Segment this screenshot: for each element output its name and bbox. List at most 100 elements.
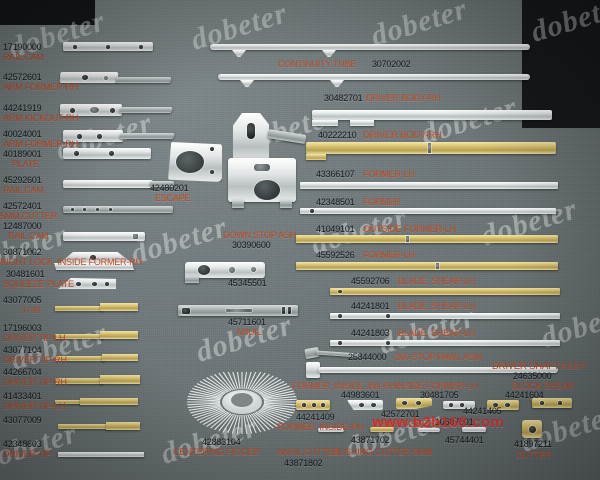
part-30390600-body bbox=[228, 158, 296, 202]
part-45592706 bbox=[330, 288, 560, 295]
label-number: 43871802 bbox=[284, 458, 323, 468]
part-24635000-collar bbox=[306, 362, 320, 378]
label-number: 10687001 bbox=[435, 417, 474, 427]
part-43077009-tip bbox=[58, 424, 110, 429]
label-number: 43077009 bbox=[3, 415, 42, 425]
part-42348603 bbox=[58, 452, 144, 457]
part-44241919-arm bbox=[119, 107, 173, 113]
part-30390600-top bbox=[233, 113, 269, 165]
part-43077005-tip bbox=[55, 306, 103, 311]
label-number: 40222210 bbox=[318, 130, 357, 140]
label-name: DRIVER SHAFT ASS'Y bbox=[492, 361, 588, 372]
part-43077104-body bbox=[102, 354, 138, 361]
label-number: 42883104 bbox=[202, 437, 241, 447]
part-30702002-tab-b bbox=[322, 50, 336, 57]
label-number: 40189001 bbox=[3, 149, 42, 159]
label-number: 30482701 bbox=[324, 93, 363, 103]
label-number: 45345501 bbox=[228, 278, 267, 288]
label-number: 24635000 bbox=[513, 371, 552, 381]
label-number: 44266704 bbox=[3, 367, 42, 377]
label-number: 43366107 bbox=[316, 169, 355, 179]
label-number: 41897211 bbox=[514, 439, 552, 449]
part-44241801 bbox=[330, 313, 560, 319]
label-number: 45592526 bbox=[316, 250, 355, 260]
label-name: ARM FORMER-RH bbox=[3, 82, 78, 92]
photo-border-top-right bbox=[522, 0, 600, 128]
part-17196003-tip bbox=[55, 334, 103, 339]
label-name: DRIVER TIP-LH bbox=[3, 333, 66, 343]
part-12487000 bbox=[63, 232, 145, 241]
label-name: INSIDE FORMER-LH bbox=[395, 381, 478, 391]
part-30482701 bbox=[312, 110, 552, 120]
label-name: DRIVER TIP-LH bbox=[3, 401, 66, 411]
label-name: ARM FORMER-RH bbox=[3, 139, 78, 149]
label-number: 43077005 bbox=[3, 295, 42, 305]
label-name: DOWN STOP ASH bbox=[223, 230, 297, 240]
part-41433401-body bbox=[80, 398, 138, 405]
label-name: INSIDE FORMER-RH bbox=[372, 419, 457, 429]
part-30702002-tab-d bbox=[330, 80, 344, 87]
label-number: 30871002 bbox=[3, 247, 42, 257]
part-30702002-tab-a bbox=[232, 50, 246, 57]
label-number: 12487000 bbox=[3, 221, 42, 231]
label-number: 44241803 bbox=[351, 328, 390, 338]
label-name: PLATE bbox=[12, 159, 39, 169]
part-45292601-tip bbox=[150, 181, 174, 187]
part-30702002-tab-c bbox=[240, 80, 254, 87]
label-number: 44241801 bbox=[351, 301, 390, 311]
label-number: 44983601 bbox=[341, 390, 380, 400]
label-number: 42572701 bbox=[381, 409, 420, 419]
part-44241604 bbox=[532, 398, 572, 408]
label-number: 45292601 bbox=[3, 175, 42, 185]
label-name: RAIL CAM bbox=[3, 52, 44, 62]
part-30481601 bbox=[58, 278, 116, 289]
part-45345501 bbox=[185, 262, 265, 278]
part-44241919 bbox=[60, 104, 122, 116]
label-name: FORMER-LH bbox=[363, 169, 415, 179]
part-30482701-foot-a bbox=[312, 120, 338, 126]
label-name: CONTINUITY TUBE bbox=[278, 59, 357, 69]
photo-border-top-left bbox=[0, 0, 95, 25]
part-42572601-arm bbox=[115, 77, 172, 83]
part-30482701-foot-b bbox=[350, 120, 374, 126]
label-number: 44241604 bbox=[505, 390, 544, 400]
part-30702002 bbox=[210, 44, 530, 50]
label-name: DRIVER TIP-RH bbox=[3, 355, 67, 365]
part-40189001 bbox=[63, 148, 151, 159]
part-40024001-arm bbox=[119, 133, 175, 139]
label-name: 5MM CUTTER bbox=[0, 211, 57, 221]
label-name: DRIVER TIP-RH bbox=[3, 377, 67, 387]
label-name: DRIVER BODY-RH bbox=[363, 130, 442, 141]
part-41049101 bbox=[296, 235, 558, 243]
label-number: 40024001 bbox=[3, 129, 42, 139]
part-44241803 bbox=[330, 340, 560, 346]
part-43871702 bbox=[370, 427, 394, 432]
label-number: 43871702 bbox=[351, 435, 390, 445]
label-name: DRIVER TIP bbox=[3, 449, 52, 459]
part-44266704-tip bbox=[55, 378, 103, 384]
part-44241409 bbox=[296, 400, 330, 410]
label-name: CENTERING FIOGER bbox=[173, 447, 260, 457]
part-42572401 bbox=[63, 206, 173, 213]
label-name: RAIL CAM bbox=[3, 185, 44, 195]
part-40222210 bbox=[306, 142, 556, 154]
label-name: BLADE, SHEAR-LH bbox=[398, 328, 476, 338]
part-45292601 bbox=[63, 180, 153, 188]
label-number: 30702002 bbox=[372, 59, 411, 69]
label-number: 30481705 bbox=[420, 390, 459, 400]
label-name: RAIL CAM bbox=[8, 231, 49, 241]
label-number: 42348603 bbox=[3, 439, 42, 449]
part-41433401-tip bbox=[55, 400, 83, 404]
label-name: CUTTER bbox=[516, 450, 552, 460]
label-number: 42572601 bbox=[3, 72, 42, 82]
label-name: OUTSIDE FORMER-LH bbox=[363, 224, 456, 234]
label-name: J / W bbox=[21, 305, 41, 315]
label-number: 44241409 bbox=[296, 412, 335, 422]
label-number: 45592706 bbox=[351, 276, 390, 286]
label-name: ANUIL bbox=[236, 327, 262, 337]
part-24635000-shaft bbox=[318, 367, 558, 373]
part-44266704-body bbox=[100, 375, 140, 384]
part-45744401 bbox=[462, 427, 486, 432]
label-number: 45711601 bbox=[228, 317, 266, 327]
label-name: SQUEEZE PLATE bbox=[3, 279, 74, 289]
